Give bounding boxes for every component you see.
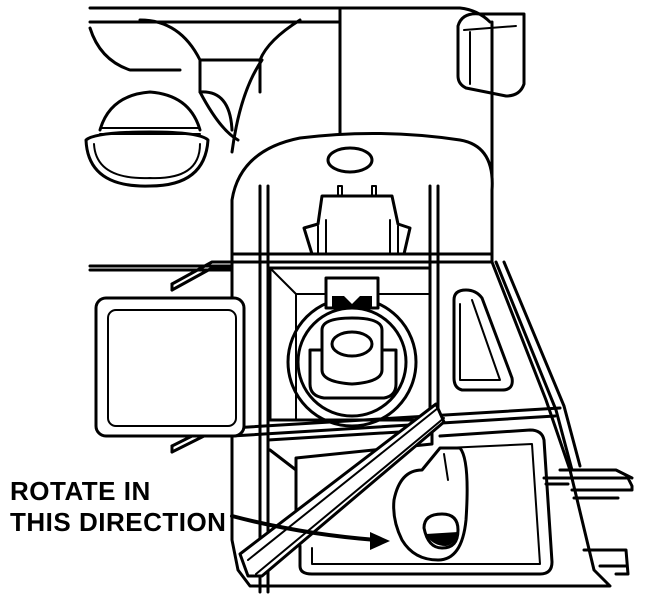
- top-coupling: [302, 185, 412, 256]
- upper-right-block: [456, 12, 526, 98]
- rotation-instruction-label: ROTATE IN THIS DIRECTION: [10, 476, 226, 538]
- motor-hub: [286, 276, 418, 428]
- latch: [392, 446, 469, 562]
- background-lines: [88, 264, 238, 272]
- lower-recess: [266, 428, 434, 542]
- left-panel: [94, 296, 246, 438]
- rotation-instruction-line-2: THIS DIRECTION: [10, 507, 227, 537]
- lower-right-pocket: [298, 428, 554, 576]
- rotation-instruction-line-1: ROTATE IN: [10, 476, 151, 506]
- lever-arm: [238, 402, 446, 578]
- rotation-arrow-icon: [230, 514, 390, 550]
- right-slot: [452, 288, 514, 392]
- lamp-dome: [84, 90, 210, 188]
- right-edge-rails: [542, 468, 634, 576]
